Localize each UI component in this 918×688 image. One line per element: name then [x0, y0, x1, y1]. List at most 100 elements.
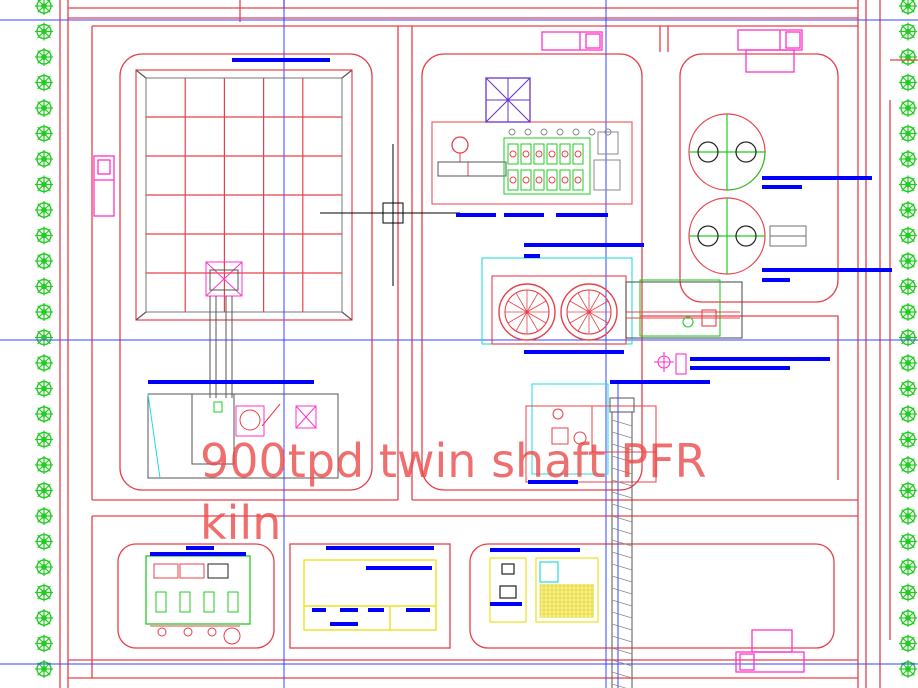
tree-icon — [899, 150, 917, 168]
annotation-label — [326, 546, 434, 550]
warehouse-hatch-pattern — [539, 584, 594, 618]
tree-icon — [35, 175, 53, 194]
tree-icon — [899, 73, 917, 92]
tree-icon — [899, 226, 917, 245]
tree-icon — [899, 328, 917, 347]
tree-icon — [899, 405, 917, 423]
tree-icon — [899, 0, 917, 15]
tree-icon — [35, 405, 53, 423]
annotation-label — [490, 548, 580, 552]
drawing-title-watermark: 900tpd twin shaft PFR kiln — [200, 434, 707, 550]
tree-icon — [35, 124, 53, 143]
tree-icon — [899, 277, 917, 296]
tree-icon — [35, 73, 53, 92]
annotation-label — [528, 480, 578, 484]
truck-icon — [541, 31, 603, 51]
truck-icon — [735, 629, 805, 673]
tree-icon — [899, 481, 917, 500]
tree-icon — [35, 0, 53, 15]
tree-icon — [35, 150, 53, 168]
tree-row-right — [899, 0, 917, 678]
dust-collector-structure — [525, 383, 657, 688]
annotation-label — [676, 380, 704, 384]
tree-icon — [899, 124, 917, 143]
tree-icon — [35, 430, 53, 449]
tree-icon — [35, 583, 53, 602]
silo-group — [688, 113, 807, 275]
road-network — [59, 0, 918, 688]
tree-icon — [35, 558, 53, 576]
tree-icon — [899, 201, 917, 219]
stockyard-building — [135, 69, 353, 321]
lime-processing-area — [147, 393, 339, 479]
tree-icon — [35, 379, 53, 398]
tree-icon — [35, 634, 53, 653]
tree-icon — [899, 430, 917, 449]
annotation-label — [762, 278, 790, 282]
annotation-label — [186, 546, 214, 550]
tree-icon — [35, 481, 53, 500]
tree-icon — [899, 634, 917, 653]
tree-row-left — [35, 0, 53, 678]
annotation-label — [150, 552, 246, 556]
annotation-label — [366, 566, 432, 570]
tree-icon — [899, 660, 917, 678]
tree-icon — [35, 303, 53, 321]
tree-icon — [899, 22, 917, 41]
tree-icon — [35, 99, 53, 117]
substation — [145, 555, 251, 645]
annotation-label — [312, 608, 326, 612]
warehouse-hatch — [540, 584, 594, 618]
annotation-label — [340, 608, 358, 612]
annotation-label — [690, 357, 830, 361]
stockyard-conveyor — [205, 261, 243, 398]
tree-icon — [899, 379, 917, 398]
tree-icon — [899, 558, 917, 576]
annotation-label — [330, 622, 358, 626]
annotation-label — [524, 243, 644, 247]
annotation-label — [610, 380, 710, 384]
office-building — [303, 559, 437, 631]
annotation-label — [524, 350, 624, 354]
annotation-label — [504, 213, 544, 217]
tree-icon — [899, 507, 917, 525]
tree-icon — [899, 354, 917, 372]
tree-icon — [35, 609, 53, 627]
crosshair-icon — [320, 144, 460, 286]
tree-icon — [35, 48, 53, 66]
annotation-label — [368, 608, 384, 612]
annotation-label — [690, 366, 790, 370]
tree-icon — [35, 354, 53, 372]
annotation-label — [762, 176, 872, 180]
tree-icon — [899, 175, 917, 194]
twin-shaft-kiln — [481, 257, 743, 375]
tree-icon — [899, 303, 917, 321]
annotation-label — [556, 213, 608, 217]
tree-icon — [899, 48, 917, 66]
annotation-label — [762, 185, 802, 189]
lab-building — [489, 557, 599, 623]
tree-icon — [899, 252, 917, 270]
annotation-label — [406, 608, 430, 612]
tree-icon — [35, 226, 53, 245]
tree-icon — [35, 507, 53, 525]
tree-icon — [899, 532, 917, 551]
tree-icon — [35, 252, 53, 270]
annotation-label — [762, 268, 892, 272]
tree-icon — [35, 277, 53, 296]
annotation-label — [232, 58, 330, 62]
tree-icon — [899, 609, 917, 627]
tree-icon — [35, 456, 53, 474]
kiln-building — [431, 77, 633, 205]
truck-icon — [737, 29, 803, 73]
tree-icon — [35, 532, 53, 551]
tree-icon — [35, 201, 53, 219]
truck-icon — [93, 155, 115, 217]
annotation-label — [148, 380, 314, 384]
tree-icon — [899, 583, 917, 602]
annotation-label — [490, 602, 522, 606]
drawing-labels — [148, 58, 892, 626]
tree-icon — [35, 328, 53, 347]
